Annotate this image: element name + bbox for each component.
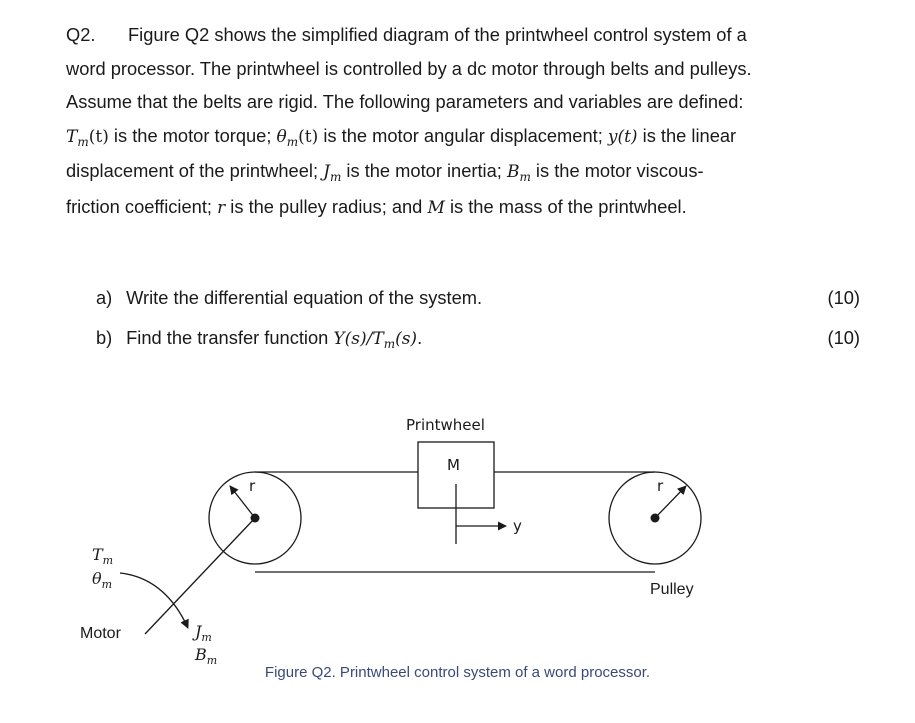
part-b: b) Find the transfer function Y(s)/Tm(s)… — [96, 327, 860, 351]
left-radius-label: r — [249, 477, 256, 495]
question-line-1: Q2.Figure Q2 shows the simplified diagra… — [66, 18, 906, 52]
question-line-5: displacement of the printwheel; Jm is th… — [66, 160, 704, 185]
friction-symbol: Bm — [506, 162, 531, 185]
question-line-6: friction coefficient; r is the pulley ra… — [66, 195, 687, 218]
bm-symbol: Bm — [194, 645, 217, 667]
displacement-symbol: y(t) — [607, 126, 638, 147]
question-line-2: word processor. The printwheel is contro… — [66, 57, 752, 79]
transfer-function: Y(s)/Tm(s) — [333, 329, 418, 351]
torque-arc-arrow — [119, 572, 189, 629]
question-text: Q2.Figure Q2 shows the simplified diagra… — [66, 18, 906, 226]
jm-symbol: Jm — [192, 622, 212, 644]
motor-label: Motor — [80, 625, 122, 642]
motor-torque-symbol: Tm(t) — [66, 126, 109, 149]
question-number: Q2. — [66, 24, 96, 45]
right-pulley-center — [650, 513, 660, 523]
left-radius-arrow — [229, 485, 256, 519]
torque-symbol: Tm — [92, 545, 113, 567]
right-radius-label: r — [657, 477, 664, 495]
printwheel-label: Printwheel — [406, 416, 485, 434]
mass-label: M — [447, 456, 460, 474]
part-b-marks: (10) — [827, 327, 860, 348]
part-a-label: a) — [96, 287, 113, 308]
part-a-marks: (10) — [827, 287, 860, 308]
figure-caption: Figure Q2. Printwheel control system of … — [264, 664, 651, 681]
motor-shaft-line — [144, 517, 256, 635]
right-radius-arrow — [654, 485, 687, 519]
pulley-label: Pulley — [650, 581, 694, 598]
theta-symbol: θm — [92, 569, 112, 591]
question-line-3: Assume that the belts are rigid. The fol… — [66, 91, 744, 113]
part-a-text: Write the differential equation of the s… — [126, 287, 483, 308]
part-b-label: b) — [96, 327, 113, 348]
y-label: y — [513, 517, 522, 535]
inertia-symbol: Jm — [323, 162, 342, 185]
part-a: a) Write the differential equation of th… — [96, 286, 860, 310]
radius-symbol: r — [217, 197, 226, 218]
part-b-text: Find the transfer function — [126, 327, 334, 348]
question-line-4: Tm(t) is the motor torque; θm(t) is the … — [66, 124, 737, 149]
motor-angle-symbol: θm(t) — [276, 126, 319, 149]
left-pulley-center — [250, 513, 260, 523]
mass-symbol: M — [427, 197, 445, 218]
